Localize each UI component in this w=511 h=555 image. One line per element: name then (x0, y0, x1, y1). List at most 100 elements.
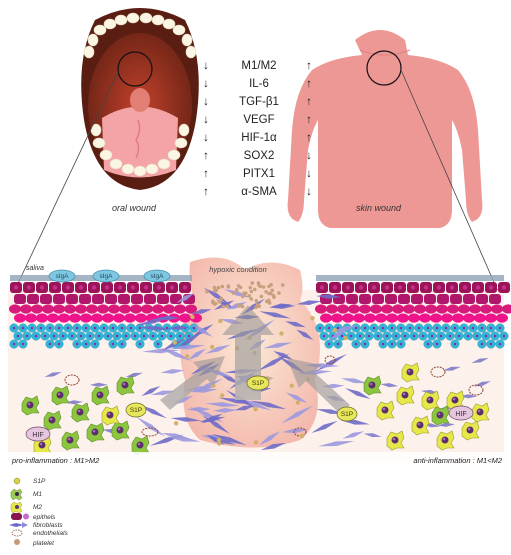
pro-inflammation-label: pro-inflammation : M1>M2 (11, 456, 100, 465)
comparison-row: ↓ IL-6 ↑ (200, 78, 320, 94)
m1-macrophage (111, 420, 130, 441)
fibroblast (44, 371, 62, 378)
platelet (231, 291, 236, 295)
legend-label-platelet: platelet (32, 540, 55, 547)
marker-label: HIF-1α (241, 132, 277, 144)
platelet (225, 304, 229, 309)
epithelial-cell (25, 313, 37, 323)
oral-wound-label: oral wound (112, 203, 157, 213)
epithelial-cell (353, 313, 365, 323)
s1p-particle (299, 433, 305, 439)
epithelial-cell (179, 313, 191, 323)
comparison-row: ↑ SOX2 ↓ (200, 150, 320, 166)
epithelial-cell (485, 313, 497, 323)
epithelial-cell (386, 313, 398, 323)
skin-trend-arrow: ↑ (306, 78, 312, 90)
oral-wound-circle (117, 51, 153, 87)
skin-surface-layer (316, 275, 504, 281)
platelet (237, 304, 242, 308)
epithelial-cell (346, 294, 358, 304)
epithelial-cell (86, 304, 98, 314)
epithelial-cell (348, 304, 360, 314)
m1-macrophage (91, 385, 110, 406)
epithelial-cell (14, 294, 26, 304)
fibroblast (170, 417, 201, 422)
s1p-dot-icon (13, 477, 21, 485)
epithelial-cell (437, 294, 449, 304)
s1p-particle (253, 440, 259, 445)
epithelial-cell (91, 313, 103, 323)
fibroblast (234, 405, 255, 411)
platelet (269, 282, 273, 287)
fibroblast (316, 294, 342, 299)
fibroblast (311, 420, 338, 433)
fibroblast (166, 436, 201, 442)
siga-label-3: sIgA (150, 273, 164, 280)
fibroblast (198, 416, 226, 423)
platelet (211, 300, 215, 305)
fibroblast (263, 342, 293, 349)
epithelial-cell (411, 294, 423, 304)
oral-trend-arrow: ↑ (203, 186, 209, 198)
epithelial-cell (42, 304, 54, 314)
skin-wound-circle (366, 50, 402, 86)
platelet (250, 281, 255, 285)
platelet (247, 294, 252, 298)
m2-macrophage (101, 405, 120, 426)
fibroblast (205, 344, 231, 354)
platelet (259, 294, 264, 299)
epithelial-cell (491, 304, 503, 314)
fibroblast (176, 332, 203, 349)
fibroblast (317, 441, 355, 447)
fibroblast (250, 400, 287, 410)
epithelial-cell (53, 294, 65, 304)
hypoxic-label: hypoxic condition (209, 265, 267, 274)
legend-label-m1: M1 (33, 491, 42, 498)
epithelial-cell (381, 304, 393, 314)
endothelial-cell-icon (11, 529, 23, 537)
m1-macrophage (71, 402, 90, 423)
fibroblast (142, 348, 180, 354)
s1p-particle (172, 340, 177, 345)
fibroblast (169, 344, 206, 350)
platelet (261, 285, 266, 289)
fibroblast (259, 311, 292, 319)
epithelial-cell (144, 294, 156, 304)
fibroblast (150, 390, 176, 396)
epithelial-cell (450, 294, 462, 304)
marker-label: IL-6 (249, 78, 269, 90)
epithelial-cell (97, 304, 109, 314)
m2-macrophage (411, 415, 430, 436)
epithelial-cell (370, 304, 382, 314)
platelet (235, 288, 239, 292)
platelet (265, 299, 269, 304)
platelet (221, 304, 225, 309)
hif-left-oval (25, 426, 51, 442)
epithelial-cell (414, 304, 426, 314)
oral-zoom-line (11, 71, 119, 297)
epithelial-cell (385, 294, 397, 304)
fibroblast (280, 405, 314, 424)
epithelial-cell (425, 304, 437, 314)
siga-ovals (48, 269, 171, 283)
epithelial-cell (185, 304, 197, 314)
epithelium-left (9, 282, 202, 349)
skin-trend-arrow: ↓ (306, 186, 312, 198)
endothelial-vessel (324, 355, 336, 365)
m2-macrophage (396, 385, 415, 406)
comparison-row: ↓ M1/M2 ↑ (200, 60, 320, 76)
epithelial-cell (375, 313, 387, 323)
hif-right-oval (448, 405, 474, 421)
platelet (258, 284, 263, 289)
platelet-icon (14, 539, 20, 545)
platelet (257, 304, 262, 309)
m2-macrophage (436, 430, 455, 451)
comparison-row: ↑ PITX1 ↓ (200, 168, 320, 184)
epithelial-cell (118, 294, 130, 304)
torso-illustration (287, 30, 483, 228)
legend-icons (9, 477, 29, 545)
m1-macrophage (61, 430, 80, 451)
s1p-tag-label-3: S1P (341, 411, 353, 418)
